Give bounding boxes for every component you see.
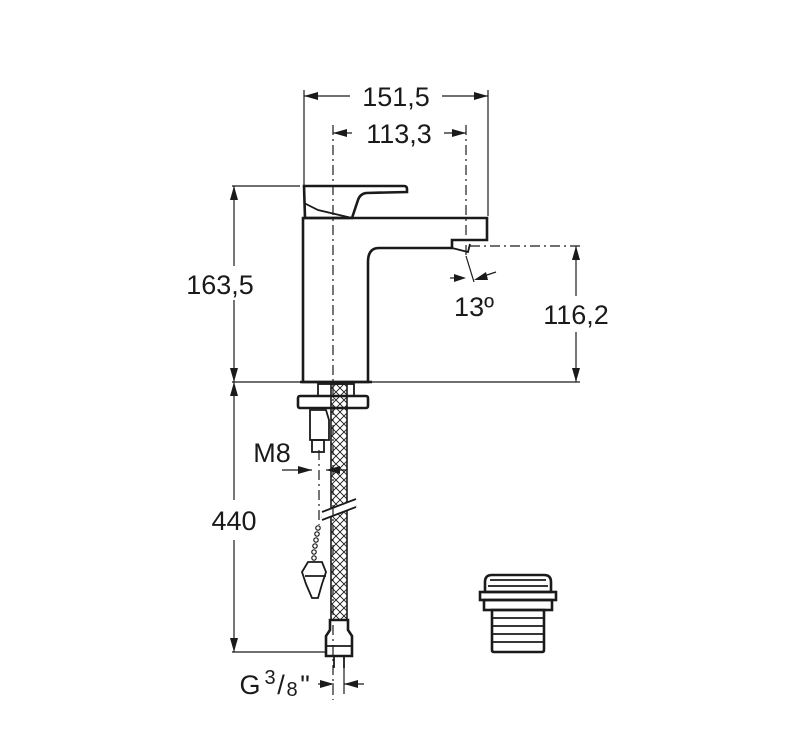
waste-cap — [483, 573, 553, 594]
threaded-rod — [311, 439, 325, 453]
connection-prefix: G — [239, 670, 260, 700]
hose-connector — [324, 618, 354, 658]
pop-up-waste — [478, 573, 558, 654]
dim-overall-height: 163,5 — [186, 270, 254, 300]
faucet-body — [301, 216, 489, 384]
waste-collar — [482, 598, 554, 612]
faucet-outline — [300, 184, 489, 384]
dim-spout-reach: 113,3 — [366, 119, 432, 149]
mounting-assembly — [296, 383, 370, 668]
connection-sup: 3 — [264, 667, 275, 689]
waste-body — [490, 608, 546, 654]
fixing-nut — [309, 409, 330, 441]
chain-weight — [301, 561, 327, 599]
dim-connection: G 3 / 8 " — [239, 667, 309, 701]
dimension-lines — [230, 92, 580, 694]
dim-thread-rod: M8 — [253, 438, 291, 468]
dim-overall-width: 151,5 — [362, 82, 430, 112]
lever-handle — [302, 184, 409, 220]
pop-up-chain — [301, 525, 327, 599]
construction-lines — [232, 90, 580, 700]
lever-underside — [303, 202, 353, 219]
dim-spout-height: 116,2 — [543, 300, 609, 330]
connection-suffix: " — [300, 670, 310, 700]
dim-spout-angle: 13º — [454, 292, 494, 322]
dim-hose-length: 440 — [211, 506, 256, 536]
aerator — [451, 243, 471, 254]
connection-sub: 8 — [286, 679, 297, 701]
connection-slash: / — [277, 670, 285, 700]
